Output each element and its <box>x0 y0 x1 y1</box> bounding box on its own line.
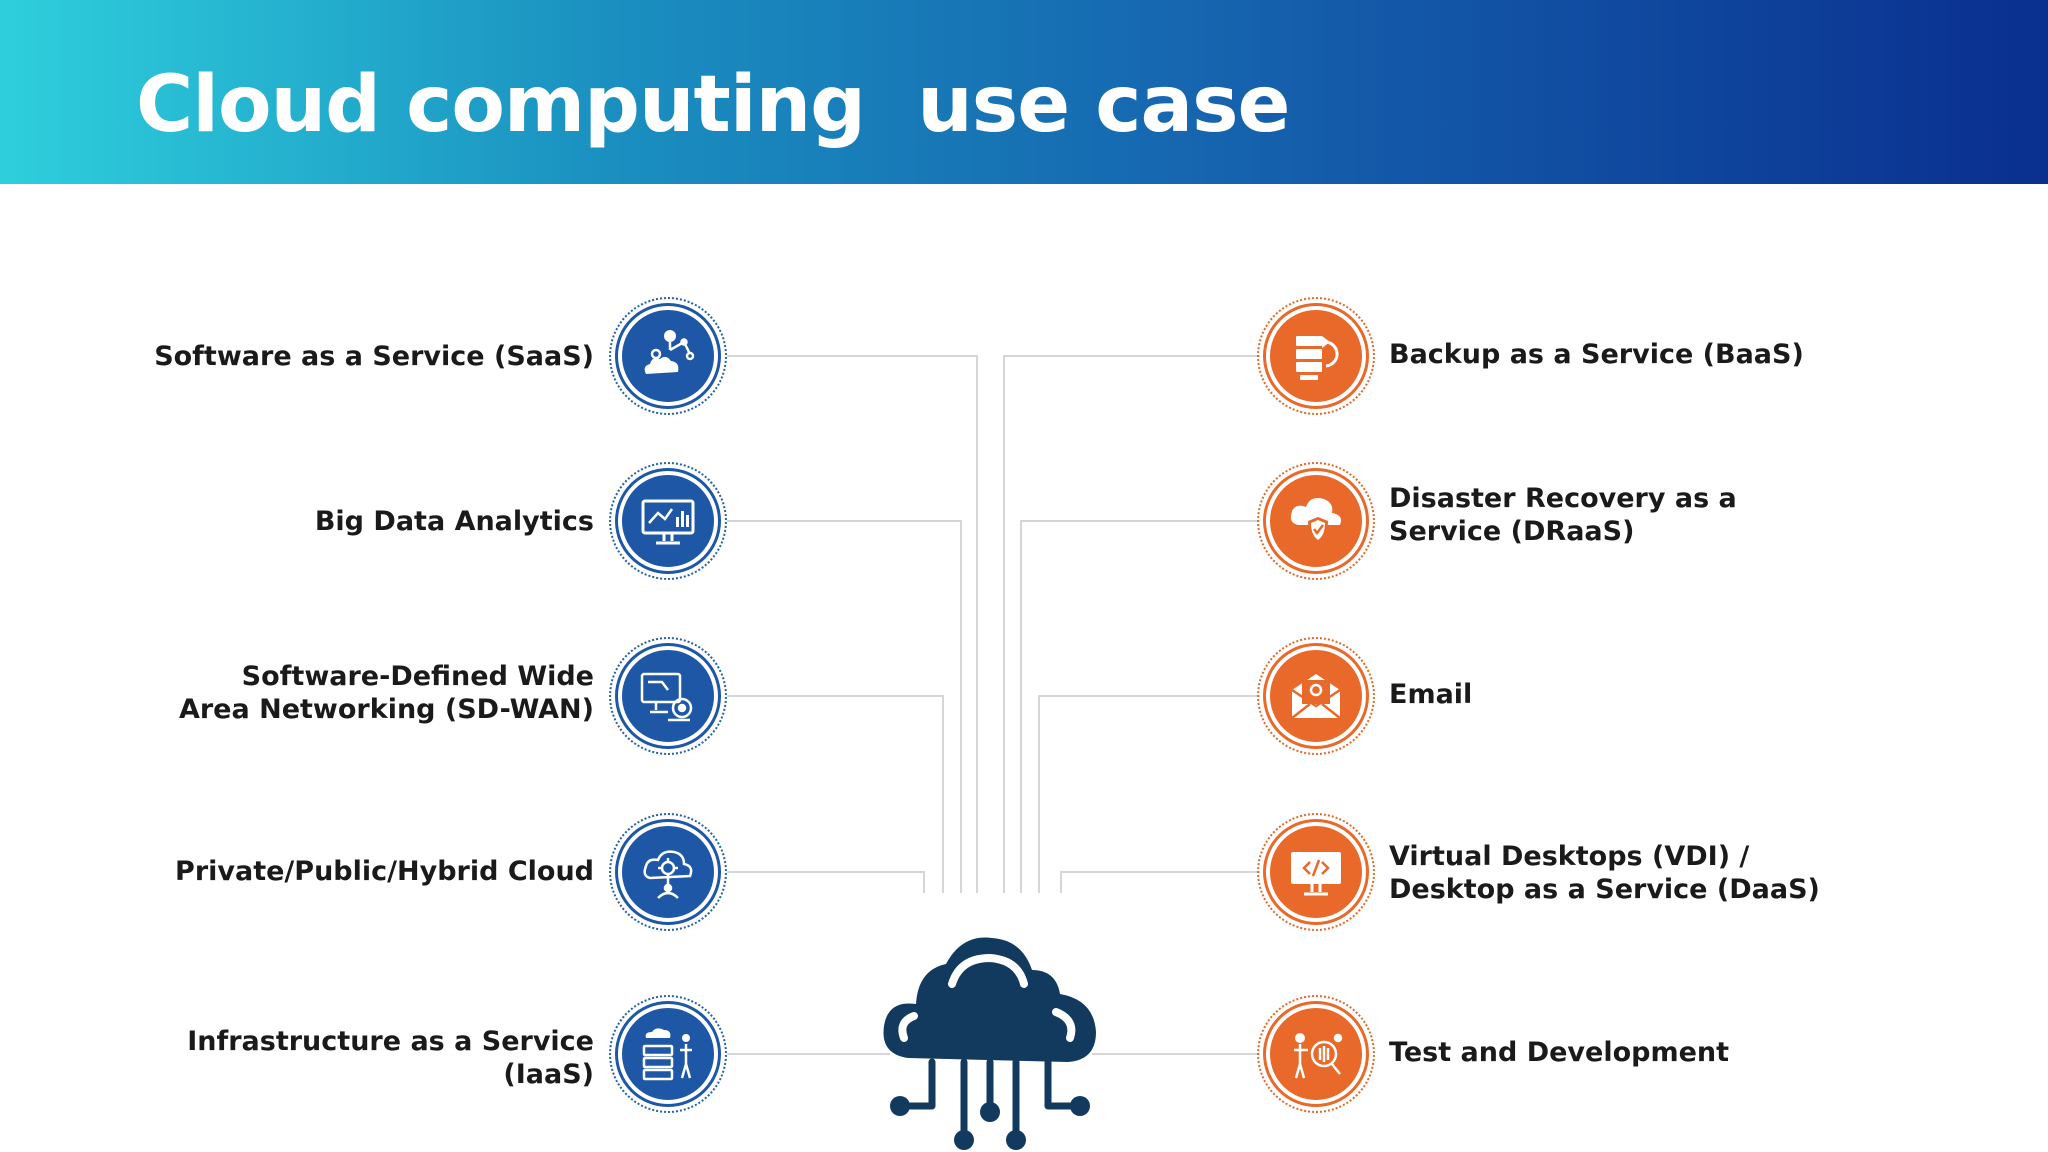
analytics-monitor-icon <box>641 499 695 545</box>
left-item-label-2: Big Data Analytics <box>314 506 594 537</box>
left-item-4 <box>609 813 727 931</box>
right-item-label-4: Virtual Desktops (VDI) / Desktop as a Se… <box>1389 841 1820 905</box>
cloud-shield-icon <box>1290 498 1341 543</box>
cloud-gear-icon <box>643 850 693 899</box>
left-item-1 <box>609 297 727 415</box>
backup-server-icon <box>1296 336 1339 380</box>
right-item-2 <box>1257 462 1375 580</box>
right-item-1 <box>1257 297 1375 415</box>
saas-cloud-icon <box>644 330 695 374</box>
left-item-label-3: Software-Defined Wide Area Networking (S… <box>178 661 594 725</box>
page-title: Cloud computing use case <box>136 60 1290 150</box>
connector-right-3 <box>1038 695 1260 893</box>
connector-left-1 <box>727 355 978 893</box>
left-item-3 <box>609 637 727 755</box>
right-item-4 <box>1257 813 1375 931</box>
left-item-label-5: Infrastructure as a Service (IaaS) <box>187 1026 594 1090</box>
connector-right-2 <box>1020 520 1260 893</box>
network-monitor-icon <box>640 672 693 722</box>
cloud-circuit-icon <box>883 937 1096 1150</box>
right-item-3 <box>1257 637 1375 755</box>
left-item-label-4: Private/Public/Hybrid Cloud <box>175 856 594 887</box>
left-item-2 <box>609 462 727 580</box>
right-item-label-5: Test and Development <box>1389 1037 1730 1068</box>
developer-icon <box>1294 1033 1343 1079</box>
right-item-label-3: Email <box>1389 679 1473 710</box>
desktop-code-icon <box>1291 852 1341 896</box>
connector-left-3 <box>727 695 944 893</box>
server-presenter-icon <box>642 1028 692 1081</box>
envelope-icon <box>1291 674 1341 719</box>
left-item-label-1: Software as a Service (SaaS) <box>154 341 594 372</box>
right-item-label-1: Backup as a Service (BaaS) <box>1389 339 1804 370</box>
title-banner: Cloud computing use case <box>0 0 2048 184</box>
connector-right-4 <box>1060 871 1260 893</box>
right-item-5 <box>1257 995 1375 1113</box>
connector-right-1 <box>1003 355 1260 893</box>
left-item-5 <box>609 995 727 1113</box>
connector-left-4 <box>727 871 925 893</box>
right-item-label-2: Disaster Recovery as a Service (DRaaS) <box>1389 483 1737 547</box>
connector-left-2 <box>727 520 962 893</box>
